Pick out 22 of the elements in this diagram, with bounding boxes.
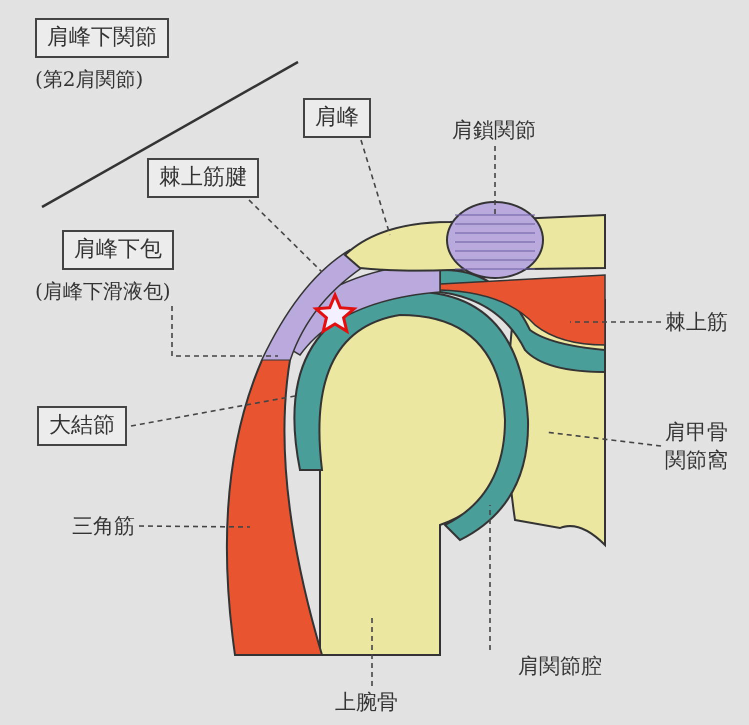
part-label: 肩関節腔: [518, 653, 602, 680]
leader-line: [489, 505, 491, 650]
part-label: 三角筋: [72, 513, 135, 540]
part-label: 上腕骨: [335, 689, 398, 716]
leader-line: [139, 525, 250, 528]
leader-line: [494, 146, 496, 215]
boxed-label: 棘上筋腱: [147, 158, 259, 198]
leader-line: [130, 395, 296, 427]
boxed-label: 肩峰: [303, 98, 371, 138]
part-label: (第2肩関節): [35, 66, 144, 92]
leader-line: [360, 140, 391, 236]
leader-line: [171, 306, 278, 357]
boxed-label: 肩峰下関節: [35, 18, 169, 58]
leader-line: [570, 321, 661, 323]
part-label: 肩鎖関節: [452, 117, 536, 144]
leader-line: [248, 199, 323, 273]
part-label: (肩峰下滑液包): [35, 278, 172, 304]
boxed-label: 肩峰下包: [62, 230, 174, 270]
part-label: 肩甲骨関節窩: [665, 419, 729, 474]
part-label: 棘上筋: [665, 309, 728, 336]
leader-line: [371, 615, 373, 686]
boxed-label: 大結節: [37, 406, 127, 446]
